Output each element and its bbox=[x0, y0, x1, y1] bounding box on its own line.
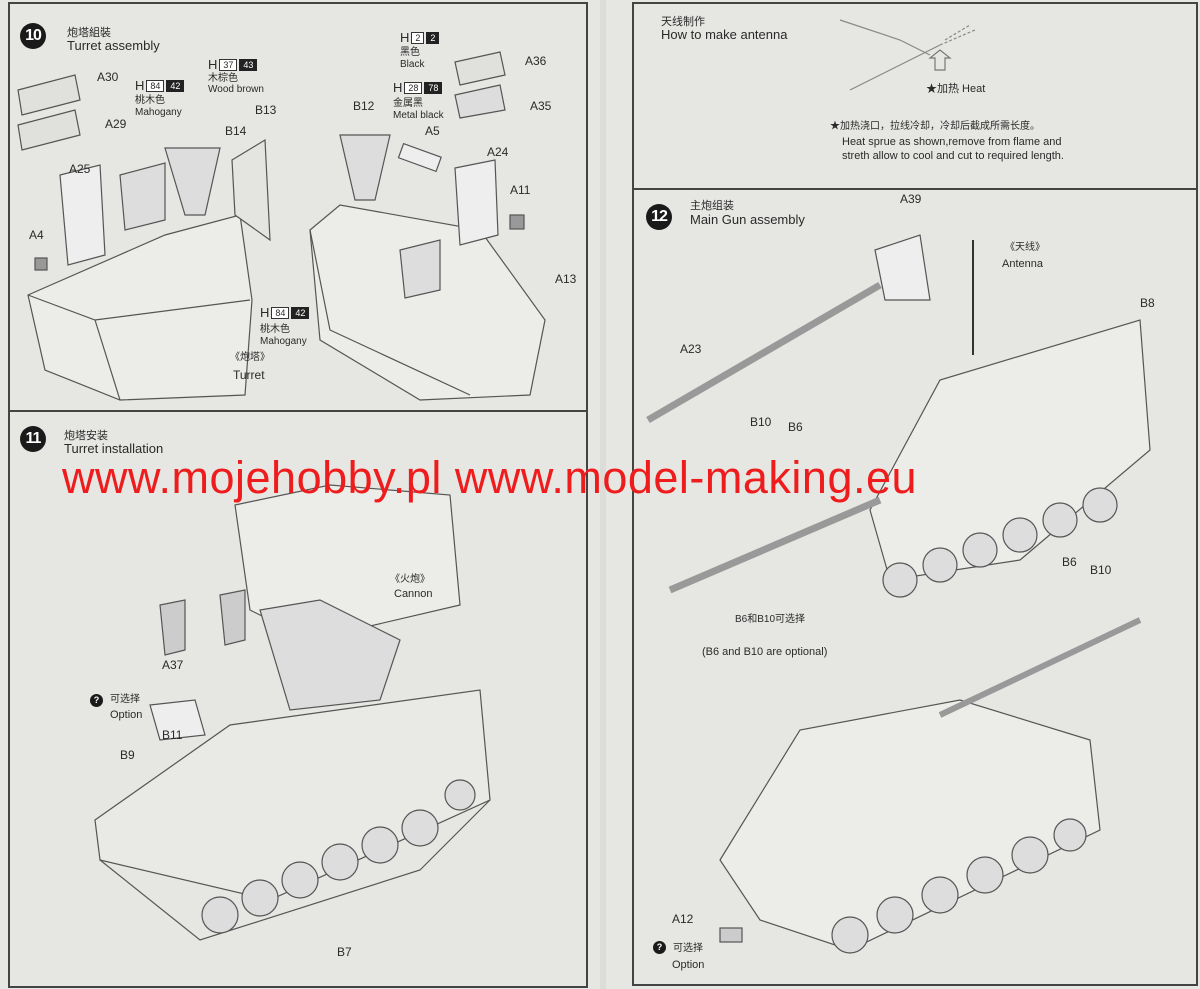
step11-title-en: Turret installation bbox=[64, 441, 164, 456]
part-label: B7 bbox=[337, 945, 352, 959]
antenna-note-cn: ★加热浇口，拉线冷却，冷却后截成所需长度。 bbox=[830, 121, 1040, 132]
part-label: B8 bbox=[1140, 296, 1155, 310]
paint-name-en: Black bbox=[400, 59, 425, 70]
part-label: B10 bbox=[750, 415, 772, 429]
paint-name-cn: 金属黑 bbox=[393, 98, 423, 109]
option-icon: ? bbox=[653, 941, 666, 954]
part-label: B9 bbox=[120, 748, 135, 762]
step10-title-cn: 炮塔組裝 bbox=[67, 27, 111, 39]
paint-name-cn: 木棕色 bbox=[208, 73, 238, 84]
option-cn: 可选择 bbox=[110, 694, 140, 705]
paint-name-en: Mahogany bbox=[135, 107, 182, 118]
part-label: A12 bbox=[672, 912, 694, 926]
paint-name-en: Metal black bbox=[393, 110, 444, 121]
part-label: B14 bbox=[225, 124, 247, 138]
heat-label: ★加热 Heat bbox=[926, 83, 986, 95]
option-en: Option bbox=[110, 709, 143, 721]
part-label: A25 bbox=[69, 162, 91, 176]
paint-name-en: Mahogany bbox=[260, 336, 307, 347]
part-label: A39 bbox=[900, 192, 922, 206]
part-label: B10 bbox=[1090, 563, 1112, 577]
turret-label-cn: 《炮塔》 bbox=[230, 352, 270, 363]
step-number-12: 12 bbox=[646, 204, 672, 230]
step12-title-cn: 主炮组装 bbox=[690, 200, 734, 212]
part-label: A36 bbox=[525, 54, 547, 68]
watermark: www.mojehobby.pl www.model-making.eu bbox=[62, 452, 918, 503]
part-label: B11 bbox=[162, 728, 183, 742]
part-label: A4 bbox=[29, 228, 44, 242]
antenna-title-en: How to make antenna bbox=[661, 27, 788, 42]
step10-title-en: Turret assembly bbox=[67, 38, 160, 53]
part-label: B12 bbox=[353, 99, 375, 113]
option-cn: 可选择 bbox=[673, 943, 703, 954]
part-label: A29 bbox=[105, 117, 127, 131]
step12-panel bbox=[632, 188, 1198, 986]
step-number-11: 11 bbox=[20, 426, 46, 452]
paint-name-cn: 桃木色 bbox=[135, 95, 165, 106]
turret-label-en: Turret bbox=[233, 368, 265, 382]
part-label: B6 bbox=[788, 420, 803, 434]
antenna-note-en-2: streth allow to cool and cut to required… bbox=[842, 150, 1064, 162]
part-label: B6 bbox=[1062, 555, 1077, 569]
step11-panel bbox=[8, 410, 588, 988]
paint-name-cn: 黑色 bbox=[400, 47, 420, 58]
part-label: A37 bbox=[162, 658, 184, 672]
step12-title-en: Main Gun assembly bbox=[690, 212, 805, 227]
paint-name-en: Wood brown bbox=[208, 84, 264, 95]
optional-note-en: (B6 and B10 are optional) bbox=[702, 646, 828, 658]
part-label: A23 bbox=[680, 342, 702, 356]
step-number-10: 10 bbox=[20, 23, 46, 49]
part-label: A35 bbox=[530, 99, 552, 113]
part-label: B13 bbox=[255, 103, 277, 117]
antenna-note-en-1: Heat sprue as shown,remove from flame an… bbox=[842, 136, 1062, 148]
antenna-label-en: Antenna bbox=[1002, 258, 1043, 270]
antenna-label-cn: 《天线》 bbox=[1005, 242, 1045, 253]
paint-name-cn: 桃木色 bbox=[260, 324, 290, 335]
cannon-label-en: Cannon bbox=[394, 588, 433, 600]
antenna-title-cn: 天线制作 bbox=[661, 16, 705, 28]
option-en: Option bbox=[672, 959, 705, 971]
part-label: A11 bbox=[510, 183, 531, 197]
part-label: A5 bbox=[425, 124, 440, 138]
part-label: A13 bbox=[555, 272, 577, 286]
part-label: A24 bbox=[487, 145, 509, 159]
step11-title-cn: 炮塔安装 bbox=[64, 430, 108, 442]
cannon-label-cn: 《火炮》 bbox=[390, 574, 430, 585]
option-icon: ? bbox=[90, 694, 103, 707]
optional-note-cn: B6和B10可选择 bbox=[735, 614, 806, 625]
part-label: A30 bbox=[97, 70, 119, 84]
